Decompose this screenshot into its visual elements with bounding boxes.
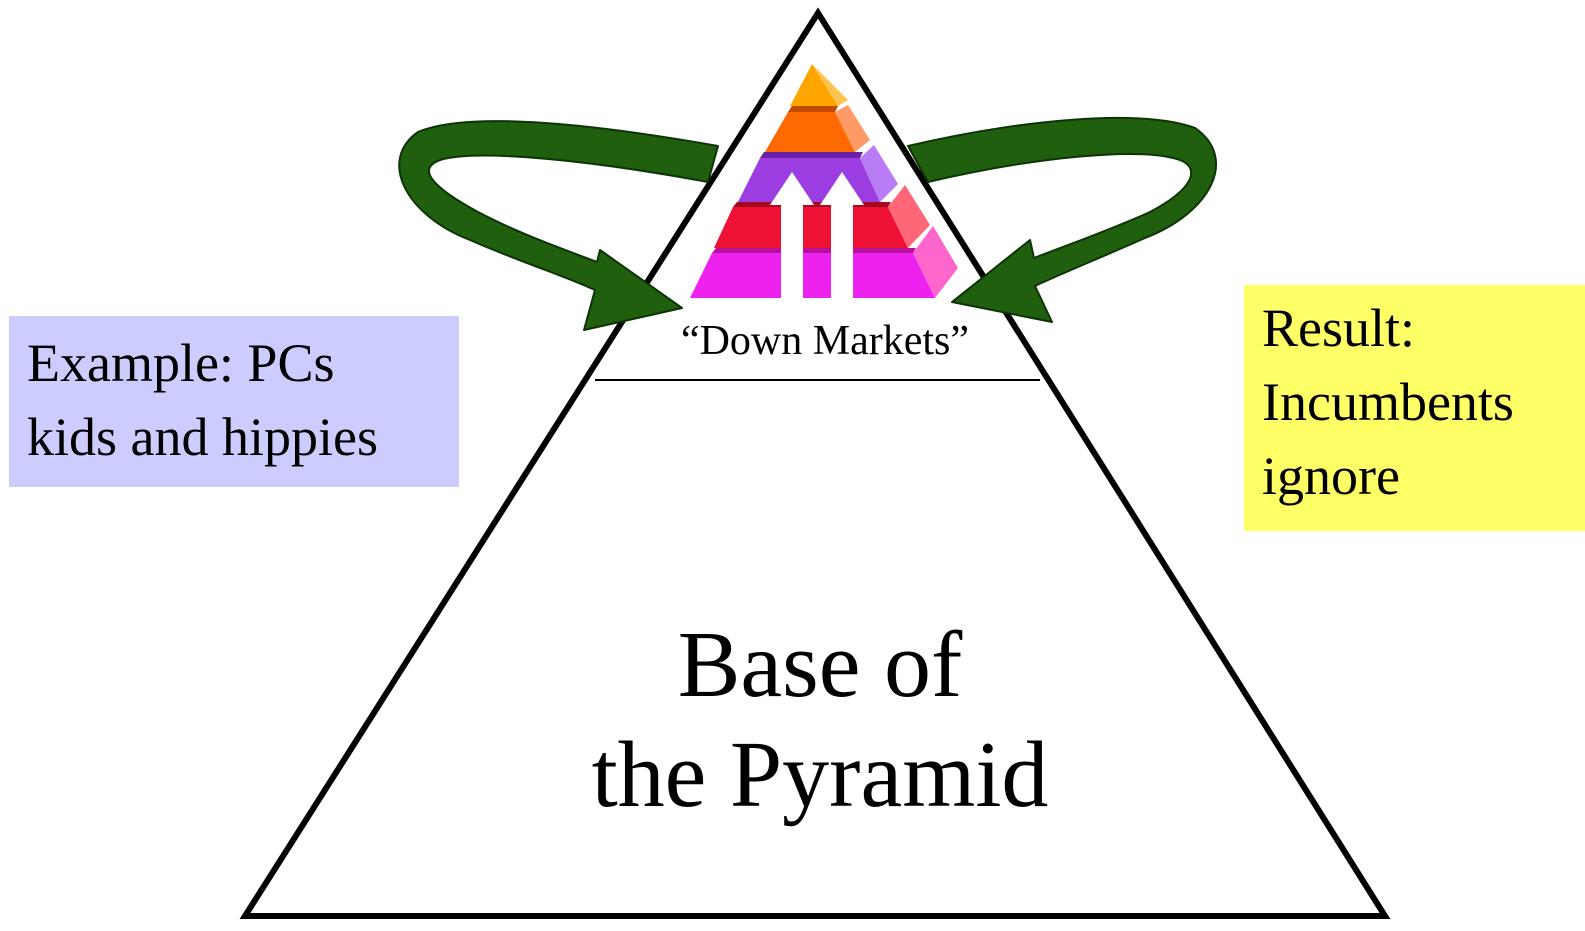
pyramid-tier-2-side	[835, 105, 870, 152]
up-arrow-icon	[820, 172, 864, 298]
example-line-2: kids and hippies	[27, 407, 378, 467]
base-title-line-2: the Pyramid	[591, 723, 1049, 827]
base-of-pyramid-title: Base of the Pyramid	[470, 610, 1170, 830]
pyramid-tier-4-side	[888, 185, 930, 248]
result-line-1: Result:	[1262, 298, 1416, 358]
pyramid-tier-4	[714, 207, 908, 248]
pyramid-tier-3	[738, 158, 880, 202]
result-line-3: ignore	[1262, 446, 1400, 506]
pyramid-tier-3-side	[860, 145, 898, 202]
up-arrow-icon	[770, 172, 814, 298]
curved-arrow-icon	[907, 117, 1217, 323]
example-callout-bg	[9, 316, 459, 487]
pyramid-tier-2	[765, 112, 855, 152]
curved-arrow-icon	[398, 120, 719, 331]
down-markets-label: “Down Markets”	[680, 318, 970, 364]
large-pyramid-outline	[239, 7, 1391, 919]
result-callout: Result: Incumbents ignore	[1244, 285, 1585, 531]
example-line-1: Example: PCs	[27, 333, 335, 393]
result-callout-bg	[1244, 285, 1585, 531]
pyramid-tier-1-side	[812, 64, 848, 106]
pyramid-tier-2-rim	[788, 106, 838, 112]
base-title-line-1: Base of	[677, 613, 963, 717]
stacked-pyramid-icon	[690, 64, 958, 298]
pyramid-tier-3-rim	[760, 152, 863, 158]
example-callout: Example: PCs kids and hippies	[9, 316, 459, 487]
pyramid-tier-5	[690, 253, 935, 298]
pyramid-tier-5-rim	[712, 248, 916, 253]
pyramid-tier-1	[790, 64, 838, 106]
result-line-2: Incumbents	[1262, 372, 1514, 432]
pyramid-tier-5-side	[913, 226, 958, 298]
